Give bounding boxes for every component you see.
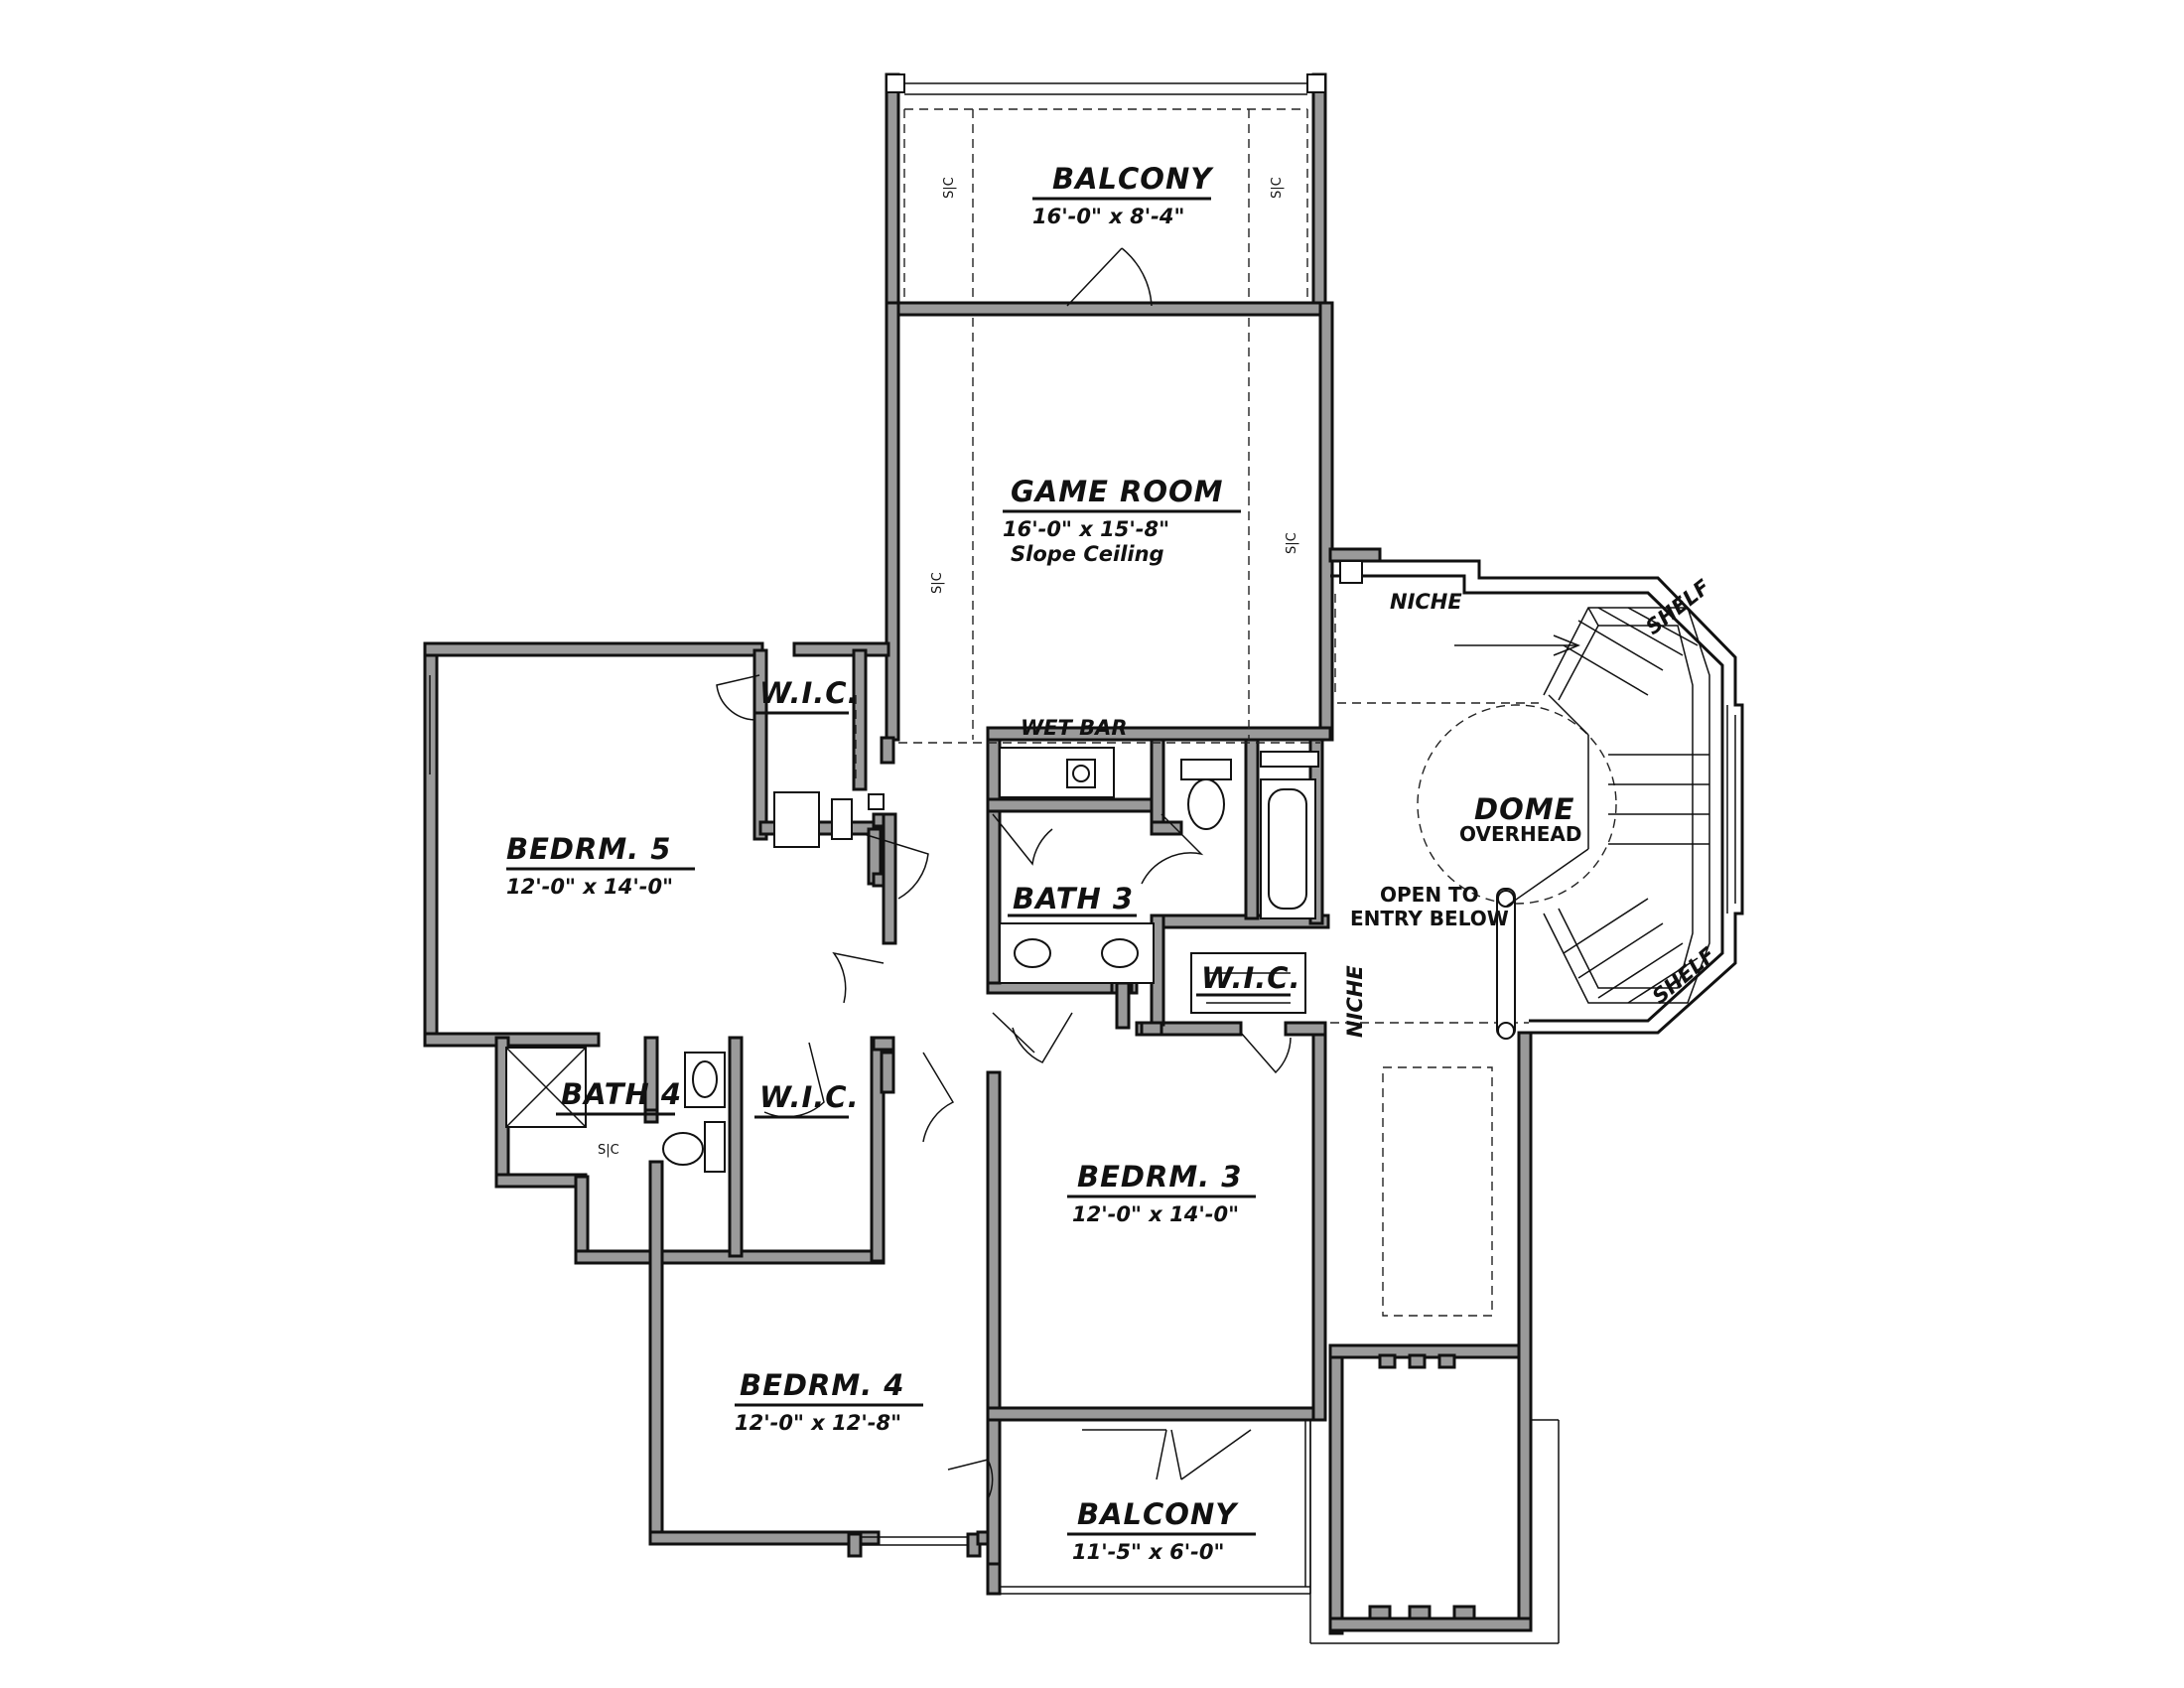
sc-marker-2: S|C [1270, 177, 1285, 199]
bedroom4-bottom-wall [648, 1530, 881, 1546]
bedroom3-dims: 12'-0" x 14'-0" [1072, 1202, 1239, 1226]
bedroom3-bottom-wall [986, 1406, 1327, 1422]
stair-octagon-wall [1330, 559, 1744, 1035]
doors [716, 247, 1292, 1500]
walls [423, 72, 1744, 1644]
sc-marker-5: S|C [598, 1143, 619, 1158]
staircase [1454, 607, 1710, 1040]
open-to-label: OPEN TO [1380, 883, 1479, 907]
balcony-top-left-wall [885, 72, 900, 308]
bedroom5-dims: 12'-0" x 14'-0" [506, 875, 673, 899]
tower-right-wall [1517, 1031, 1533, 1630]
bedroom4-dims: 12'-0" x 12'-8" [735, 1411, 901, 1435]
sc-marker-4: S|C [1285, 532, 1299, 554]
niche-top-label: NICHE [1390, 590, 1462, 614]
bedroom4-name: BEDRM. 4 [740, 1368, 904, 1402]
wic-bed5-name: W.I.C. [759, 676, 860, 710]
balcony-top-right-wall [1311, 72, 1327, 308]
bedroom5-top-wall [423, 641, 764, 657]
wic-bed3-name: W.I.C. [1201, 961, 1301, 995]
balcony-top-name: BALCONY [1052, 162, 1214, 196]
wic-bed4-name: W.I.C. [759, 1080, 860, 1114]
wet-bar-label: WET BAR [1021, 716, 1128, 740]
bedroom5-bottom-wall [423, 1032, 601, 1048]
game-room-dims: 16'-0" x 15'-8" [1003, 517, 1169, 541]
bedroom3-name: BEDRM. 3 [1077, 1160, 1242, 1194]
bedroom3-right-wall [1311, 1021, 1327, 1422]
balcony-bottom-dims: 11'-5" x 6'-0" [1072, 1540, 1224, 1564]
niche-side-label: NICHE [1343, 965, 1367, 1038]
bedroom5-name: BEDRM. 5 [506, 832, 671, 866]
sc-marker-1: S|C [942, 177, 957, 199]
game-room-left-wall [885, 301, 900, 742]
room-labels: BALCONY 16'-0" x 8'-4" GAME ROOM 16'-0" … [506, 162, 1720, 1564]
bedroom4-left-wall [648, 1160, 664, 1546]
ceiling-lines [855, 108, 1617, 1317]
balcony-bottom-name: BALCONY [1077, 1497, 1239, 1531]
fixtures [429, 560, 1736, 1173]
balcony-game-divider [885, 301, 1327, 317]
balcony-top-dims: 16'-0" x 8'-4" [1032, 205, 1184, 228]
entry-below-label: ENTRY BELOW [1350, 907, 1509, 930]
dome-sub-label: OVERHEAD [1459, 822, 1582, 846]
sc-marker-3: S|C [930, 572, 945, 594]
game-room-ceiling: Slope Ceiling [1011, 542, 1164, 566]
shelf-bottom-label: SHELF [1648, 942, 1720, 1009]
game-room-right-wall [1318, 301, 1334, 742]
game-room-name: GAME ROOM [1011, 475, 1224, 508]
tower-left-wall [1328, 1343, 1344, 1635]
bedroom5-left-wall [423, 641, 439, 1048]
bath3-name: BATH 3 [1013, 882, 1134, 915]
bath4-name: BATH 4 [561, 1077, 682, 1111]
dome-label: DOME [1474, 792, 1574, 826]
